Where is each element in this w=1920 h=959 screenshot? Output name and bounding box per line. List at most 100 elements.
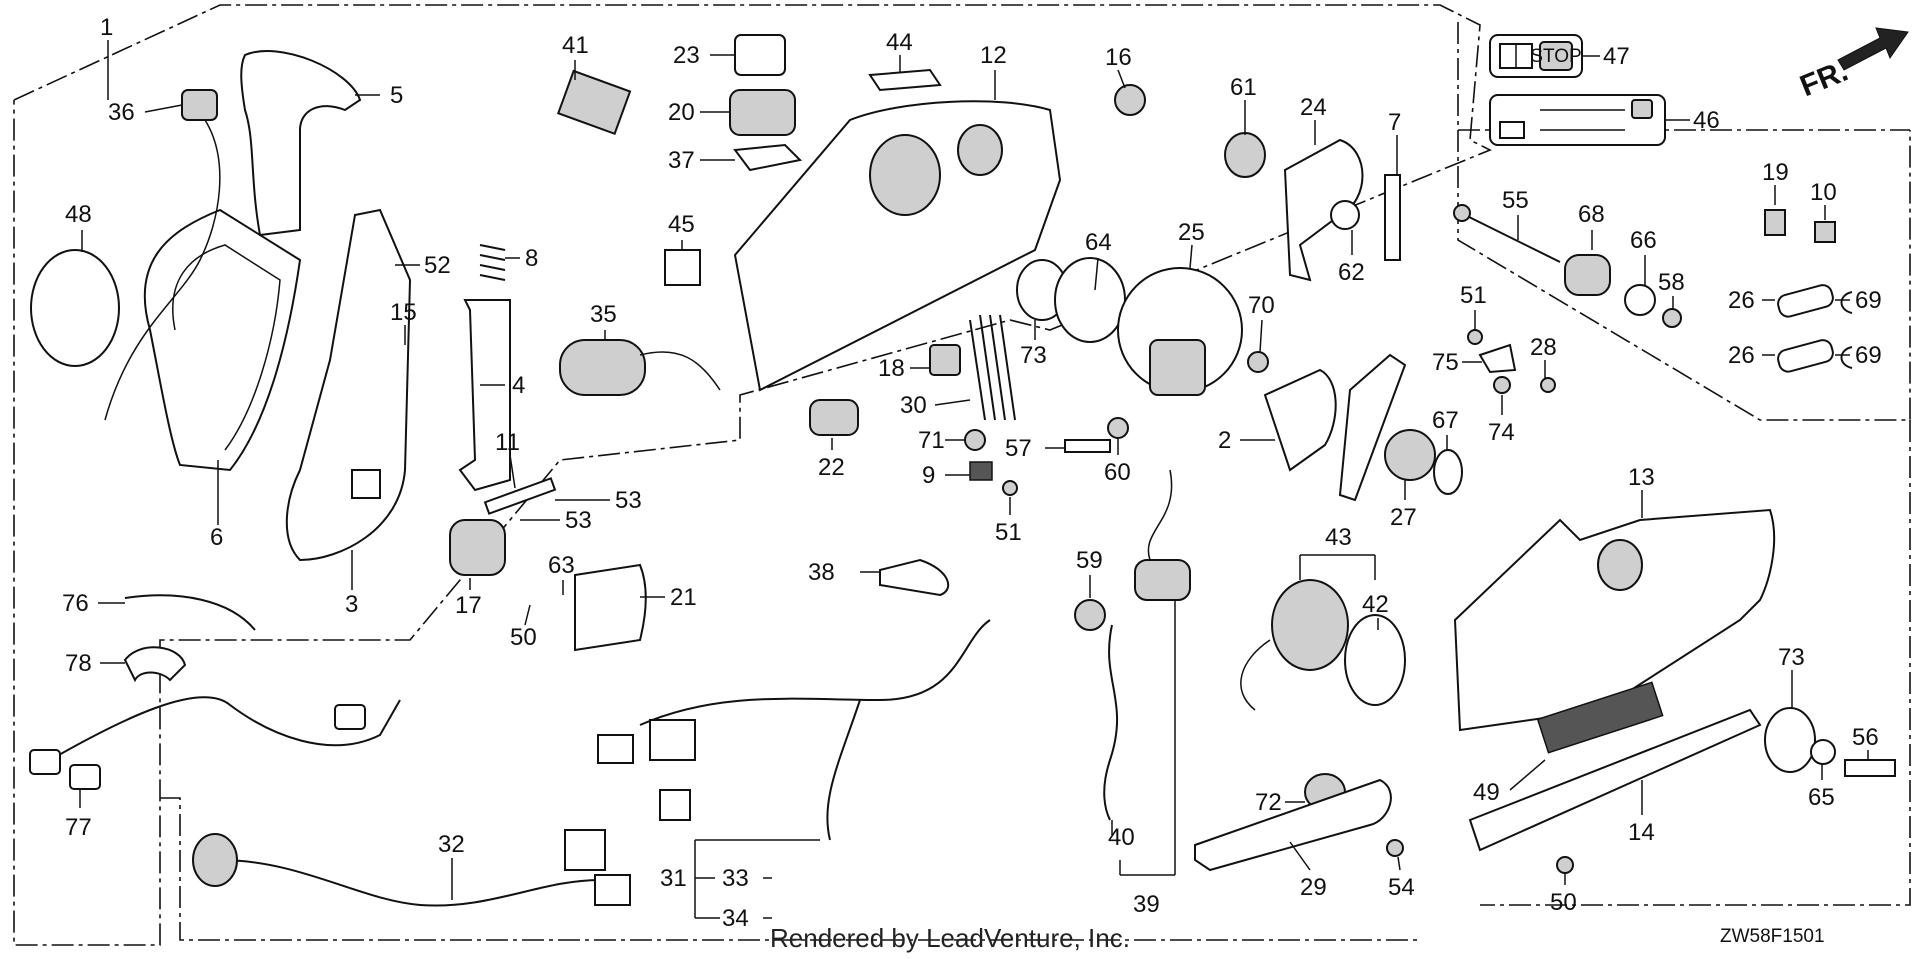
- sensor-36-wire: [104, 119, 221, 421]
- leader-49: [1509, 759, 1546, 791]
- footer-credit: Rendered by LeadVenture, Inc.: [770, 923, 1130, 953]
- leader-lines: [79, 40, 1869, 919]
- part-label-43: 43: [1325, 524, 1352, 551]
- part-label-40: 40: [1108, 824, 1135, 851]
- part-label-62: 62: [1338, 259, 1365, 286]
- part-label-72: 72: [1255, 789, 1282, 816]
- cam-27: [1384, 429, 1436, 481]
- washer-66: [1624, 284, 1656, 316]
- part-label-60: 60: [1104, 459, 1131, 486]
- part-label-48: 48: [65, 201, 92, 228]
- leader-29: [1289, 841, 1311, 871]
- part-label-76: 76: [62, 590, 89, 617]
- part-label-10: 10: [1810, 179, 1837, 206]
- part-label-12: 12: [980, 42, 1007, 69]
- right-group-outline: [1480, 420, 1911, 906]
- part-label-17: 17: [455, 592, 482, 619]
- gasket-37: [733, 143, 803, 172]
- connector-31b: [649, 719, 696, 761]
- forward-arrow-icon: [1837, 27, 1909, 71]
- housing-12-bore2: [957, 124, 1003, 176]
- part-label-30: 30: [900, 392, 927, 419]
- sticker-46-book: [1499, 121, 1525, 139]
- leader-70: [1259, 319, 1263, 353]
- cam-24: [1283, 138, 1364, 282]
- part-label-15: 15: [390, 299, 417, 326]
- part-label-57: 57: [1005, 435, 1032, 462]
- buzzer-43: [1271, 579, 1349, 671]
- part-label-32: 32: [438, 831, 465, 858]
- lever-3: [285, 208, 412, 562]
- link-26b: [1777, 339, 1834, 373]
- part-label-27: 27: [1390, 504, 1417, 531]
- washer-74: [1493, 376, 1511, 394]
- leader-36: [144, 104, 183, 113]
- leader-11: [509, 454, 516, 489]
- grille-42: [1344, 614, 1406, 706]
- part-label-66: 66: [1630, 227, 1657, 254]
- knob-17: [449, 519, 506, 576]
- washer-65: [1810, 739, 1836, 765]
- leader-54: [1397, 856, 1401, 871]
- lower-group-outline: [160, 797, 1420, 941]
- part-label-67: 67: [1432, 407, 1459, 434]
- housing-12-bore: [869, 134, 941, 216]
- right-box-parts: STOP: [1453, 27, 1909, 373]
- cover-14: [1468, 708, 1762, 852]
- handle-5: [240, 50, 362, 237]
- harness-32: [219, 859, 601, 907]
- part-label-47: 47: [1603, 43, 1630, 70]
- part-label-23: 23: [673, 42, 700, 69]
- terminal-19: [1764, 209, 1786, 236]
- screw-51b: [1002, 480, 1018, 496]
- part-label-55: 55: [1502, 187, 1529, 214]
- grommet-22: [809, 399, 859, 436]
- plate-21: [574, 563, 647, 652]
- leader-64: [1094, 257, 1099, 291]
- cover-6: [143, 208, 302, 472]
- sticker-45: [664, 249, 701, 286]
- part-label-14: 14: [1628, 819, 1655, 846]
- washer-62: [1330, 200, 1360, 230]
- arm-7: [1384, 174, 1401, 261]
- bolt-55-head: [1453, 204, 1471, 222]
- connector-32a: [192, 833, 238, 887]
- part-label-4: 4: [512, 372, 525, 399]
- sensor-36: [181, 89, 218, 121]
- part-label-53b: 53: [565, 507, 592, 534]
- part-label-65: 65: [1808, 784, 1835, 811]
- connector-32b: [564, 829, 606, 871]
- plate-2: [1263, 368, 1337, 472]
- part-label-18: 18: [878, 355, 905, 382]
- plate-2-arm: [1338, 353, 1407, 502]
- screw-54: [1386, 839, 1404, 857]
- part-label-22: 22: [818, 454, 845, 481]
- cap-10: [1814, 221, 1836, 243]
- part-label-16: 16: [1105, 44, 1132, 71]
- part-label-50b: 50: [1550, 889, 1577, 916]
- right-sticker-box: [1457, 22, 1911, 421]
- part-label-5: 5: [390, 82, 403, 109]
- part-label-69b: 69: [1855, 342, 1882, 369]
- collar-71: [964, 429, 986, 451]
- switch-39: [1134, 559, 1191, 601]
- part-label-36: 36: [108, 99, 135, 126]
- part-label-63: 63: [548, 552, 575, 579]
- part-label-7: 7: [1388, 109, 1401, 136]
- switch-39-wires: [1147, 469, 1173, 561]
- ignition-35-wires: [639, 351, 721, 391]
- part-label-3: 3: [345, 591, 358, 618]
- part-label-25: 25: [1178, 219, 1205, 246]
- clip-69b: [1840, 346, 1853, 369]
- connector-32c: [594, 874, 631, 906]
- harness-31: [639, 619, 991, 726]
- sticker-46-stop: [1631, 99, 1653, 119]
- part-label-52: 52: [424, 252, 451, 279]
- part-label-39: 39: [1133, 891, 1160, 918]
- part-label-71: 71: [918, 427, 945, 454]
- part-label-20: 20: [668, 99, 695, 126]
- part-label-78: 78: [65, 650, 92, 677]
- bearing-61: [1224, 132, 1266, 178]
- connector-77a: [29, 749, 61, 775]
- part-label-68: 68: [1578, 201, 1605, 228]
